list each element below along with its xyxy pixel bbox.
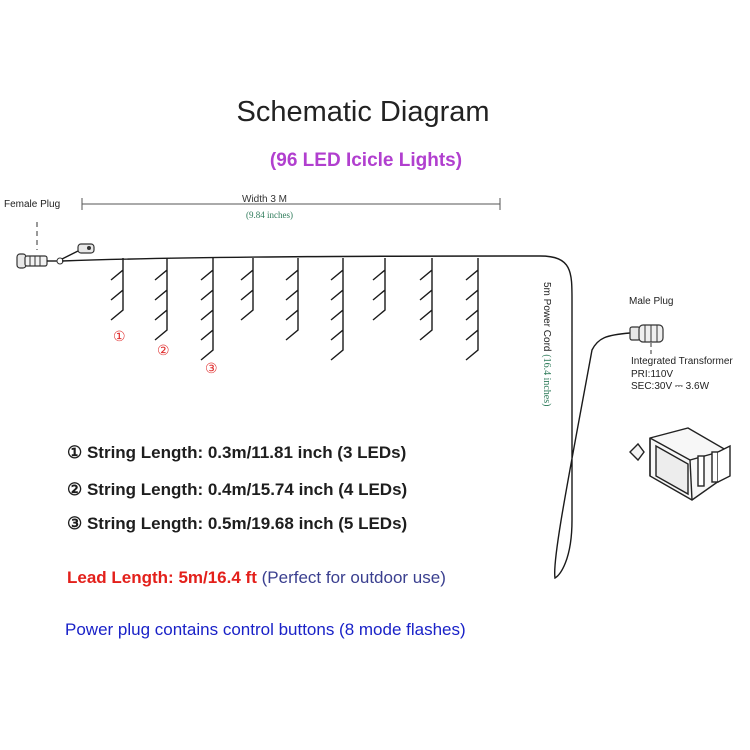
string-marker-2: ②	[157, 342, 170, 358]
power-cord-label: 5m Power Cord (16.4 inches)	[541, 282, 552, 406]
icicle-string	[240, 258, 254, 321]
icicle-wire	[372, 258, 386, 321]
icicle-string	[330, 258, 344, 361]
diagram-subtitle: (96 LED Icicle Lights)	[269, 150, 463, 171]
transformer-sec: SEC:30V ⎓ 3.6W	[631, 381, 710, 392]
female-plug-label: Female Plug	[4, 199, 61, 210]
male-plug-icon	[629, 324, 664, 343]
icicle-wire	[330, 258, 344, 361]
icicle-wire	[465, 258, 479, 361]
string-marker-3: ③	[205, 360, 218, 376]
male-plug-label: Male Plug	[629, 296, 674, 307]
power-cord-length: 5m Power Cord	[541, 282, 552, 352]
width-label: Width 3 M	[242, 194, 288, 205]
spec-string-1: ① String Length: 0.3m/11.81 inch (3 LEDs…	[67, 443, 407, 462]
width-dimension-line	[81, 198, 501, 210]
icicle-wire	[154, 258, 168, 341]
icicle-string	[419, 258, 433, 341]
spec-string-2: ② String Length: 0.4m/15.74 inch (4 LEDs…	[67, 480, 408, 499]
icicle-string	[200, 258, 214, 361]
lead-length-line: Lead Length: 5m/16.4 ft (Perfect for out…	[67, 568, 446, 588]
lead-length: Lead Length: 5m/16.4 ft	[67, 568, 257, 587]
width-sub-label: (9.84 inches)	[246, 210, 293, 220]
female-plug-icon	[16, 243, 95, 269]
power-plug-note: Power plug contains control buttons (8 m…	[65, 620, 466, 639]
icicle-string	[285, 258, 299, 341]
lead-length-note: (Perfect for outdoor use)	[261, 568, 446, 587]
icicle-wire	[285, 258, 299, 341]
power-cord-sub: (16.4 inches)	[541, 354, 552, 407]
icicle-string	[372, 258, 386, 321]
string-marker-1: ①	[113, 328, 126, 344]
main-wire	[61, 255, 631, 580]
icicle-string	[110, 258, 124, 321]
diagram-title: Schematic Diagram	[236, 96, 490, 128]
icicle-string	[465, 258, 479, 361]
spec-string-3: ③ String Length: 0.5m/19.68 inch (5 LEDs…	[67, 514, 408, 533]
icicle-wire	[110, 258, 124, 321]
icicle-wire	[200, 258, 214, 361]
icicle-wire	[419, 258, 433, 341]
icicle-wire	[240, 258, 254, 321]
icicle-strings	[110, 258, 479, 361]
transformer-label: Integrated Transformer	[631, 356, 733, 367]
icicle-string	[154, 258, 168, 341]
transformer-icon	[629, 427, 731, 501]
transformer-pri: PRI:110V	[631, 369, 674, 380]
